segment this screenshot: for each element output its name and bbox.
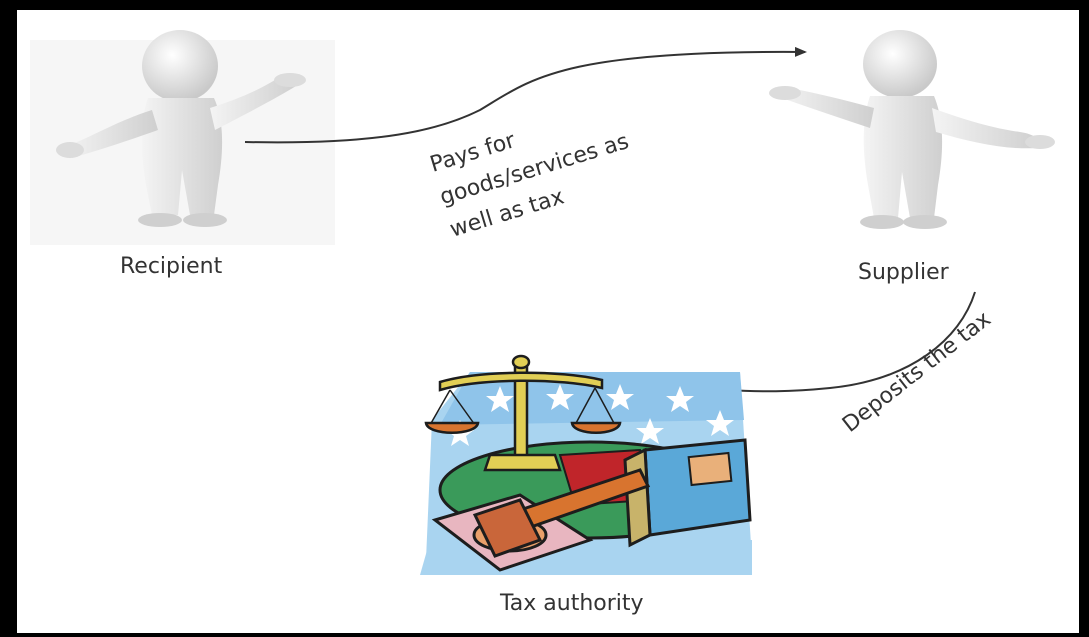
scales-of-justice-icon <box>424 354 622 472</box>
law-book-icon <box>623 438 752 548</box>
supplier-figure-icon <box>769 30 1055 229</box>
tax-authority-label: Tax authority <box>500 591 644 616</box>
recipient-figure-icon <box>30 30 335 245</box>
tax-authority-clipart-icon <box>420 354 752 575</box>
deposit-arrow <box>726 291 976 396</box>
payment-arrow <box>244 46 807 144</box>
gavel-icon <box>431 468 651 572</box>
recipient-label: Recipient <box>120 254 223 279</box>
supplier-label: Supplier <box>858 260 949 285</box>
